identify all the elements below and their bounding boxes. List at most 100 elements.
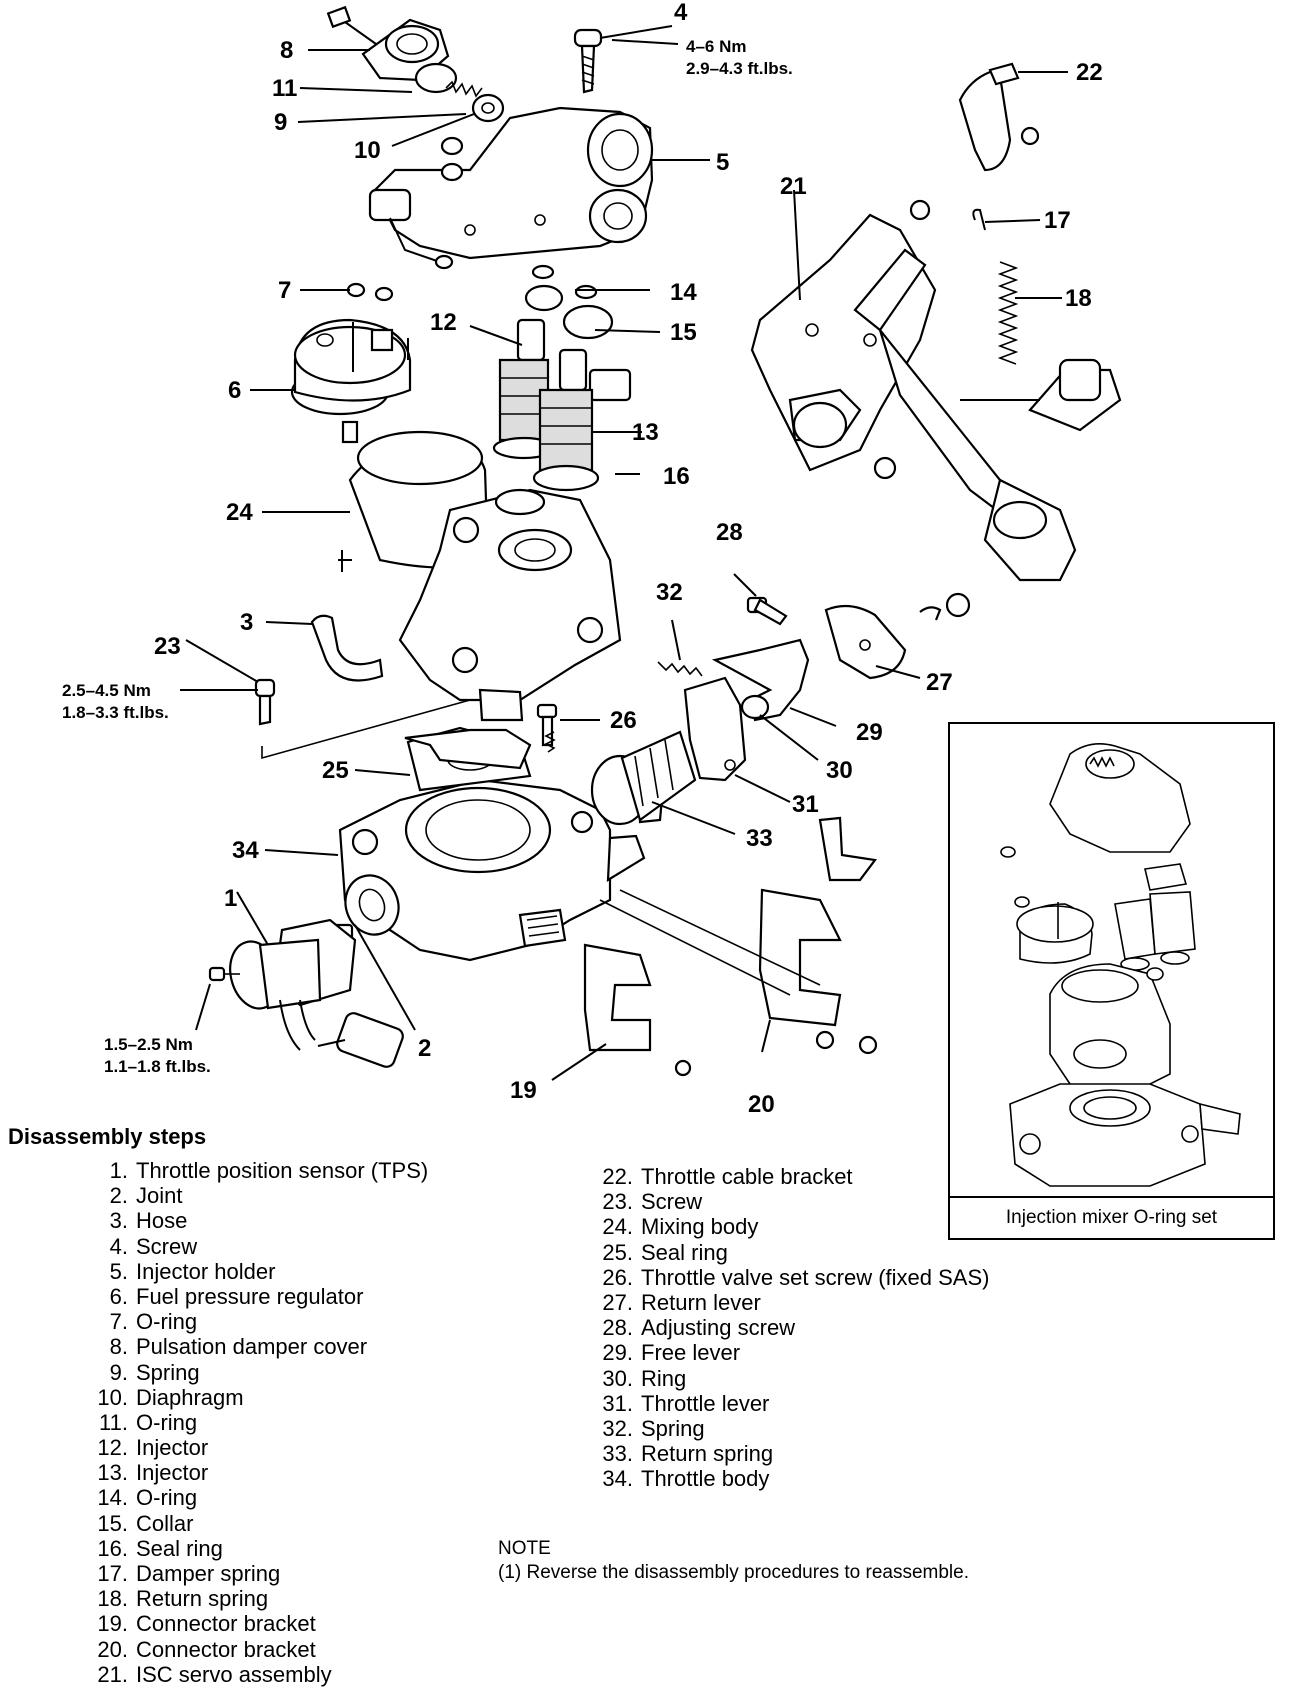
disassembly-step: 22. Throttle cable bracket [595, 1164, 989, 1189]
leader-lines [180, 25, 1068, 1081]
step-number: 12. [97, 1435, 128, 1461]
step-number: 30. [602, 1365, 633, 1391]
step-label: Diaphragm [136, 1384, 244, 1410]
step-label: Return lever [641, 1289, 761, 1315]
inset-illustration [1000, 743, 1241, 1187]
disassembly-step: 27. Return lever [595, 1290, 989, 1315]
exploded-view-diagram: 1 2 3 4 5 6 7 8 9 10 11 12 13 14 15 16 1… [62, 0, 1122, 1118]
step-number: 23. [602, 1189, 633, 1215]
disassembly-step: 11.O-ring [84, 1410, 428, 1435]
part-isc-servo [750, 199, 1122, 582]
disassembly-step: 6.Fuel pressure regulator [84, 1284, 428, 1309]
callout-13: 13 [632, 419, 659, 446]
step-label: Throttle position sensor (TPS) [136, 1158, 429, 1183]
disassembly-step: 9. Spring [84, 1360, 428, 1385]
step-label: Throttle body [641, 1466, 770, 1492]
callout-11: 11 [272, 75, 297, 102]
part-screw-26 [536, 703, 558, 753]
callout-7: 7 [278, 277, 291, 304]
callout-34: 34 [232, 837, 259, 864]
callout-4: 4 [674, 0, 688, 26]
step-number: 20. [97, 1636, 128, 1662]
disassembly-step: 17.Damper spring [84, 1561, 428, 1586]
part-hose [310, 614, 384, 682]
step-label: Throttle cable bracket [641, 1164, 853, 1189]
callout-21: 21 [780, 173, 807, 200]
step-label: ISC servo assembly [136, 1661, 332, 1687]
callout-15: 15 [670, 319, 697, 346]
step-number: 9. [109, 1359, 128, 1385]
step-number: 7. [109, 1309, 128, 1335]
step-number: 33. [602, 1441, 633, 1467]
step-number: 32. [602, 1415, 633, 1441]
disassembly-step: 2. Joint [84, 1183, 428, 1208]
part-throttle-cable-bracket [958, 62, 1040, 172]
disassembly-step: 24.Mixing body [595, 1214, 989, 1239]
torque-screw-23-ftlbs: 1.8–3.3 ft.lbs. [62, 703, 169, 722]
step-label: Damper spring [136, 1561, 281, 1586]
callout-2: 2 [418, 1035, 431, 1062]
part-spring-diaphragm [445, 80, 505, 123]
step-label: Screw [136, 1233, 198, 1259]
step-label: Seal ring [136, 1535, 223, 1561]
step-number: 10. [97, 1384, 128, 1410]
callout-20: 20 [748, 1091, 775, 1118]
torque-specs: 4–6 Nm 2.9–4.3 ft.lbs. 2.5–4.5 Nm 1.8–3.… [62, 37, 793, 1076]
step-number: 2. [109, 1183, 128, 1209]
disassembly-step: 20. Connector bracket [84, 1637, 428, 1662]
step-number: 22. [602, 1164, 633, 1189]
step-number: 31. [602, 1390, 633, 1416]
disassembly-step: 29.Free lever [595, 1340, 989, 1365]
inset-caption: Injection mixer O-ring set [950, 1196, 1273, 1238]
disassembly-step: 19.Connector bracket [84, 1611, 428, 1636]
step-number: 13. [97, 1460, 128, 1486]
step-label: Connector bracket [136, 1636, 316, 1662]
part-mixing-body [338, 430, 622, 722]
callout-23: 23 [154, 633, 181, 660]
note-item: (1) Reverse the disassembly procedures t… [498, 1562, 969, 1583]
step-number: 3. [109, 1208, 128, 1234]
disassembly-step: 12. Injector [84, 1435, 428, 1460]
step-number: 34. [602, 1466, 633, 1492]
part-throttle-body [332, 726, 664, 962]
disassembly-step: 34. Throttle body [595, 1466, 989, 1491]
torque-screw-4-ftlbs: 2.9–4.3 ft.lbs. [686, 59, 793, 78]
step-number: 26. [602, 1264, 633, 1290]
step-number: 1. [109, 1158, 128, 1183]
callout-28: 28 [716, 519, 743, 546]
callout-27: 27 [926, 669, 953, 696]
callout-31: 31 [792, 791, 819, 818]
step-label: Mixing body [641, 1214, 759, 1240]
torque-tps-ftlbs: 1.1–1.8 ft.lbs. [104, 1057, 211, 1076]
callout-16: 16 [663, 463, 690, 490]
part-injectors [492, 264, 632, 492]
disassembly-step: 13.Injector [84, 1460, 428, 1485]
callout-30: 30 [826, 757, 853, 784]
callout-labels: 1 2 3 4 5 6 7 8 9 10 11 12 13 14 15 16 1… [154, 0, 1103, 1118]
disassembly-step: 32. Spring [595, 1416, 989, 1441]
callout-1: 1 [224, 885, 237, 912]
part-injector-holder [368, 106, 654, 270]
step-label: Collar [136, 1510, 194, 1536]
disassembly-step: 5.Injector holder [84, 1259, 428, 1284]
disassembly-step: 18.Return spring [84, 1586, 428, 1611]
step-number: 11. [99, 1409, 128, 1435]
disassembly-step: 30.Ring [595, 1366, 989, 1391]
step-number: 25. [602, 1239, 633, 1265]
step-number: 28. [602, 1315, 633, 1341]
step-label: Hose [136, 1208, 188, 1234]
step-label: Joint [136, 1183, 183, 1209]
step-number: 27. [602, 1289, 633, 1315]
part-screw-4 [573, 28, 603, 94]
disassembly-step: 31.Throttle lever [595, 1391, 989, 1416]
step-number: 5. [109, 1258, 128, 1284]
step-label: Spring [136, 1359, 200, 1385]
step-label: Injector [136, 1435, 209, 1461]
disassembly-step: 3. Hose [84, 1208, 428, 1233]
disassembly-step: 4.Screw [84, 1234, 428, 1259]
step-label: Fuel pressure regulator [136, 1283, 364, 1309]
callout-6: 6 [228, 377, 241, 404]
step-label: Spring [641, 1415, 705, 1441]
